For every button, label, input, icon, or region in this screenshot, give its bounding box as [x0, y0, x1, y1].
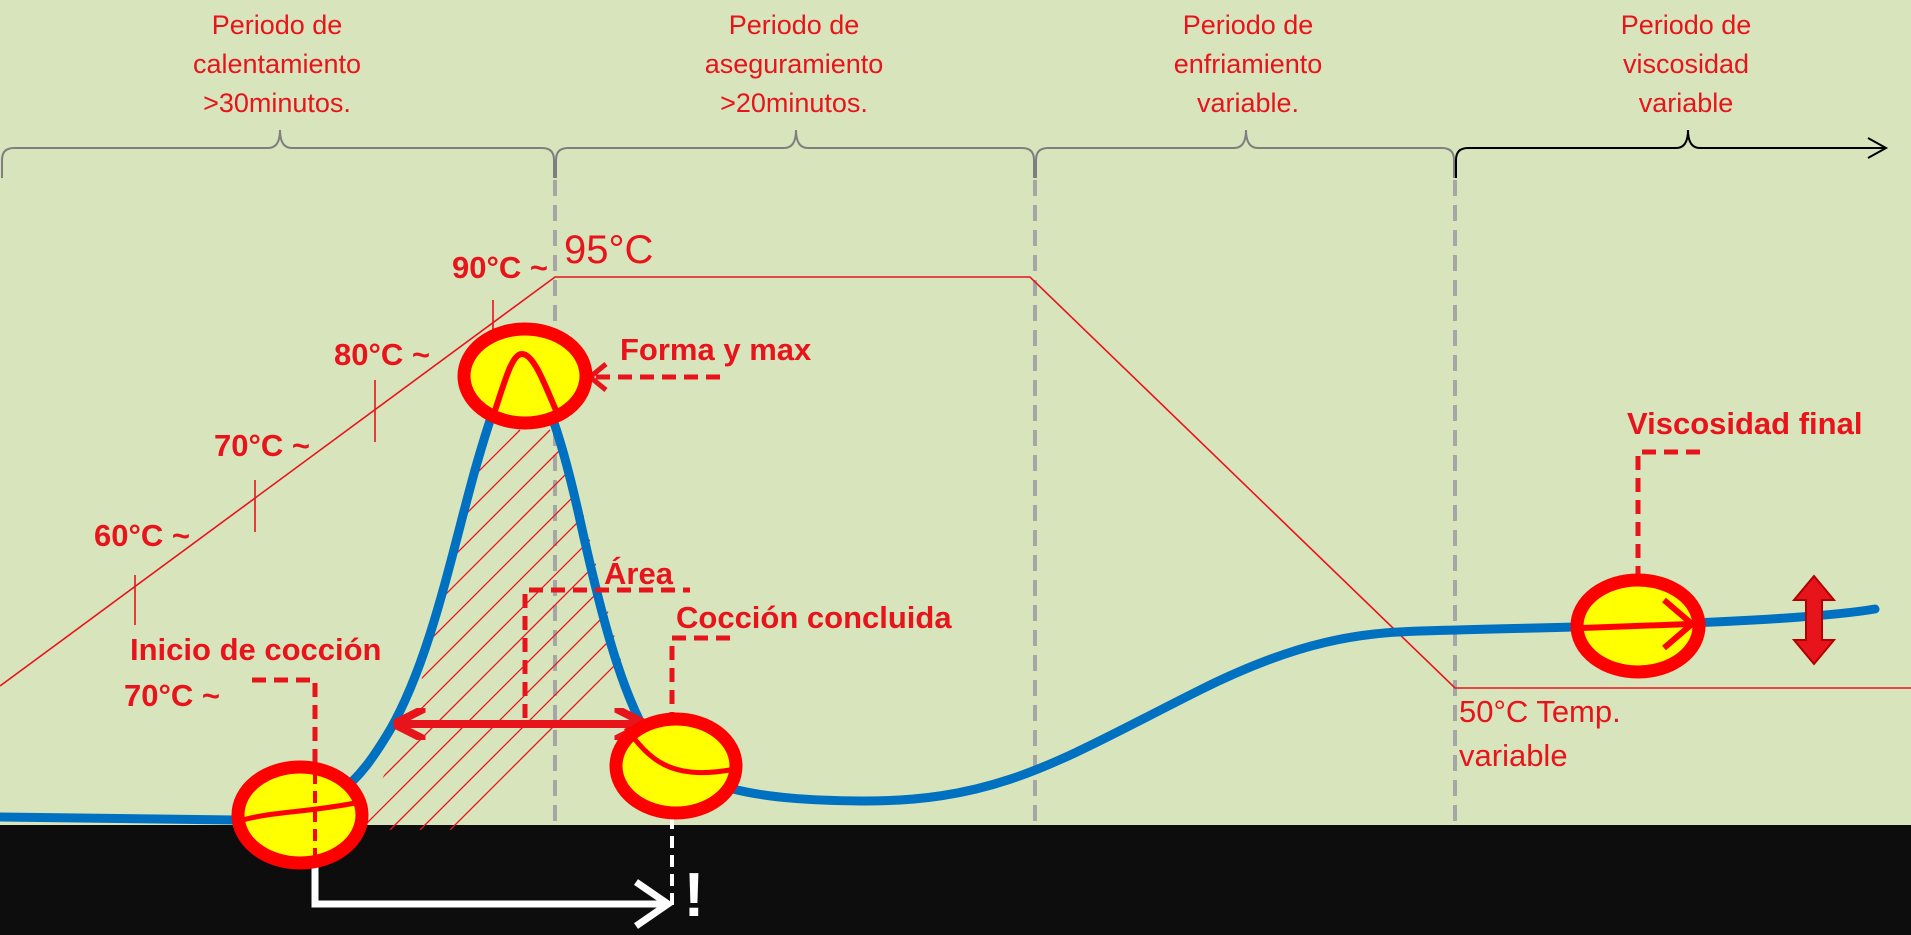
label-final-viscosity: Viscosidad final: [1627, 406, 1863, 441]
period-label-cooling: Periodo de enfriamiento variable.: [1118, 6, 1378, 123]
leader-final-viscosity: [1635, 449, 1700, 580]
brace-securing: [555, 129, 1035, 178]
label-cooking-start-line1: Inicio de cocción: [130, 632, 382, 667]
brace-heating: [1, 129, 555, 178]
temp-label-50-line1: 50°C Temp.: [1459, 694, 1621, 729]
period-label-securing: Periodo de aseguramiento >20minutos.: [664, 6, 924, 123]
period-label-viscosity: Periodo de viscosidad variable: [1556, 6, 1816, 123]
temp-label-60: 60°C ~: [94, 518, 190, 553]
period-label-heating: Periodo de calentamiento >30minutos.: [147, 6, 407, 123]
leader-area: [522, 587, 690, 718]
period-label-line: aseguramiento: [704, 49, 884, 79]
temperature-profile-line: [0, 276, 1911, 689]
label-area: Área: [604, 556, 673, 591]
temp-label-70: 70°C ~: [214, 428, 310, 463]
temp-label-95: 95°C: [564, 228, 654, 272]
period-braces: [1, 129, 1889, 178]
period-label-line: >30minutos.: [203, 88, 351, 118]
temperature-ticks: [134, 300, 494, 625]
temp-label-80: 80°C ~: [334, 337, 430, 372]
period-label-line: Periodo de: [211, 10, 343, 40]
period-label-line: variable: [1638, 88, 1734, 118]
period-label-line: Periodo de: [1620, 10, 1752, 40]
temp-label-90: 90°C ~: [452, 250, 548, 285]
period-label-line: Periodo de: [1182, 10, 1314, 40]
temp-label-50-line2: variable: [1459, 738, 1568, 773]
label-cooking-start-line2: 70°C ~: [124, 678, 220, 713]
label-peak: Forma y max: [620, 332, 812, 367]
period-label-line: viscosidad: [1622, 49, 1750, 79]
marker-final-viscosity: [1570, 573, 1706, 679]
time-axis-arrow: [1770, 137, 1889, 159]
marker-peak: [457, 322, 593, 430]
variable-viscosity-arrow: [1791, 574, 1837, 666]
period-label-line: >20minutos.: [720, 88, 868, 118]
period-label-line: calentamiento: [192, 49, 362, 79]
brace-cooling: [1035, 129, 1455, 178]
period-label-line: variable.: [1196, 88, 1300, 118]
marker-cooking-start: [231, 760, 369, 870]
label-cooking-done: Cocción concluida: [676, 600, 952, 635]
period-label-line: Periodo de: [728, 10, 860, 40]
period-label-line: enfriamiento: [1173, 49, 1323, 79]
alert-mark: !: [684, 861, 705, 930]
time-arrow-head: [634, 879, 675, 929]
marker-cooking-done: [609, 712, 743, 820]
brace-viscosity: [1455, 129, 1770, 178]
